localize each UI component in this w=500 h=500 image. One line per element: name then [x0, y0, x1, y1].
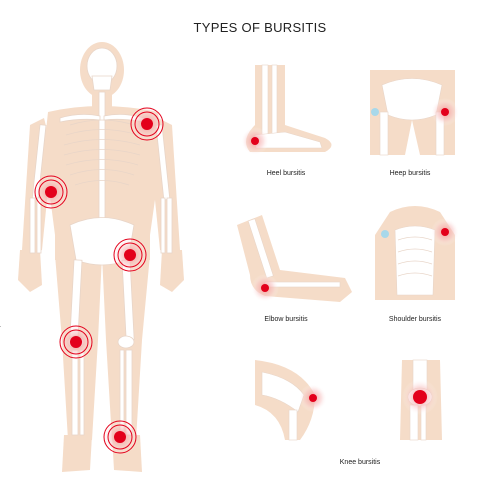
stock-watermark-id: Adobe Stock | #439943487 — [0, 279, 1, 375]
knee-front-panel — [400, 359, 442, 441]
pain-marker-elbow — [33, 174, 69, 210]
skeleton — [29, 47, 173, 436]
elbow-panel — [237, 215, 352, 302]
label-heel: Heel bursitis — [266, 170, 306, 177]
full-body-figure — [18, 42, 184, 472]
pain-marker-shoulder — [129, 106, 165, 142]
label-elbow: Elbow bursitis — [264, 316, 308, 323]
pain-marker-knee — [58, 324, 94, 360]
pain-marker-heel — [102, 419, 138, 455]
hip-panel — [370, 70, 459, 156]
knee-side-panel — [255, 360, 327, 441]
page-title: TYPES OF BURSITIS — [193, 20, 327, 35]
heel-panel — [241, 64, 332, 155]
label-shoulder: Shoulder bursitis — [388, 316, 442, 323]
shoulder-panel — [375, 206, 459, 300]
label-hip: Heep bursitis — [389, 170, 431, 177]
pain-marker-hip — [112, 237, 148, 273]
label-knee: Knee bursitis — [339, 459, 381, 466]
